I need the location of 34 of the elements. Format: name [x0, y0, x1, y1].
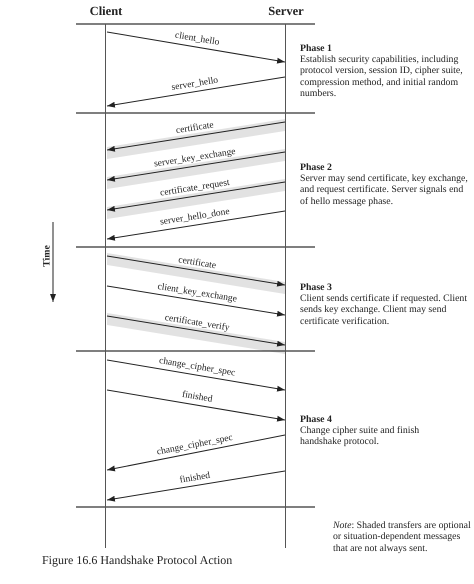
phase-description: Establish security capabilities, including protocol version, session ID, cipher suite, compression method, and initial random numbers. [300, 54, 464, 100]
message-arrow [106, 152, 286, 182]
edge-label: finished [179, 471, 211, 486]
message-arrow [106, 76, 286, 108]
edge-label: certificate [178, 256, 217, 272]
phase-heading: Phase 1 [300, 43, 333, 54]
phase-description: Client sends certificate if requested. Client sends key exchange. Client may send certificate verification. [300, 293, 468, 327]
message-arrow [106, 470, 286, 502]
edge-label: client_hello [174, 32, 220, 48]
figure-caption: Figure 16.6 Handshake Protocol Action [42, 554, 232, 568]
message-arrow [106, 122, 286, 152]
message-arrow [106, 286, 286, 317]
axis-label: Time [41, 245, 53, 267]
note: Note: Shaded transfers are optional or situation-dependent messages that are not always sent. [333, 520, 472, 554]
participant-name: Client [88, 4, 124, 19]
edge-label: certificate [175, 121, 214, 137]
phase-heading: Phase 4 [300, 414, 333, 426]
message-arrow [106, 390, 286, 422]
message-arrow [106, 256, 286, 287]
phase-heading: Phase 3 [300, 282, 333, 294]
edge-label: finished [181, 390, 214, 406]
phase-description: Server may send certificate, key exchange, and request certificate. Server signals end of hello message phase. [300, 173, 469, 207]
message-arrow [106, 182, 286, 212]
phase-heading: Phase 2 [300, 162, 333, 174]
message-arrow [106, 32, 286, 64]
edge-label: server_hello [170, 76, 219, 93]
edge-label: certificate_request [160, 179, 230, 200]
message-arrow [106, 434, 286, 472]
edge-label: server_hello_done [160, 208, 230, 228]
message-arrow [106, 210, 286, 241]
phase-description: Change cipher suite and finish handshake protocol. [300, 425, 420, 448]
message-arrow [106, 316, 286, 347]
participant-name: Server [267, 4, 305, 19]
message-arrow [106, 360, 286, 392]
